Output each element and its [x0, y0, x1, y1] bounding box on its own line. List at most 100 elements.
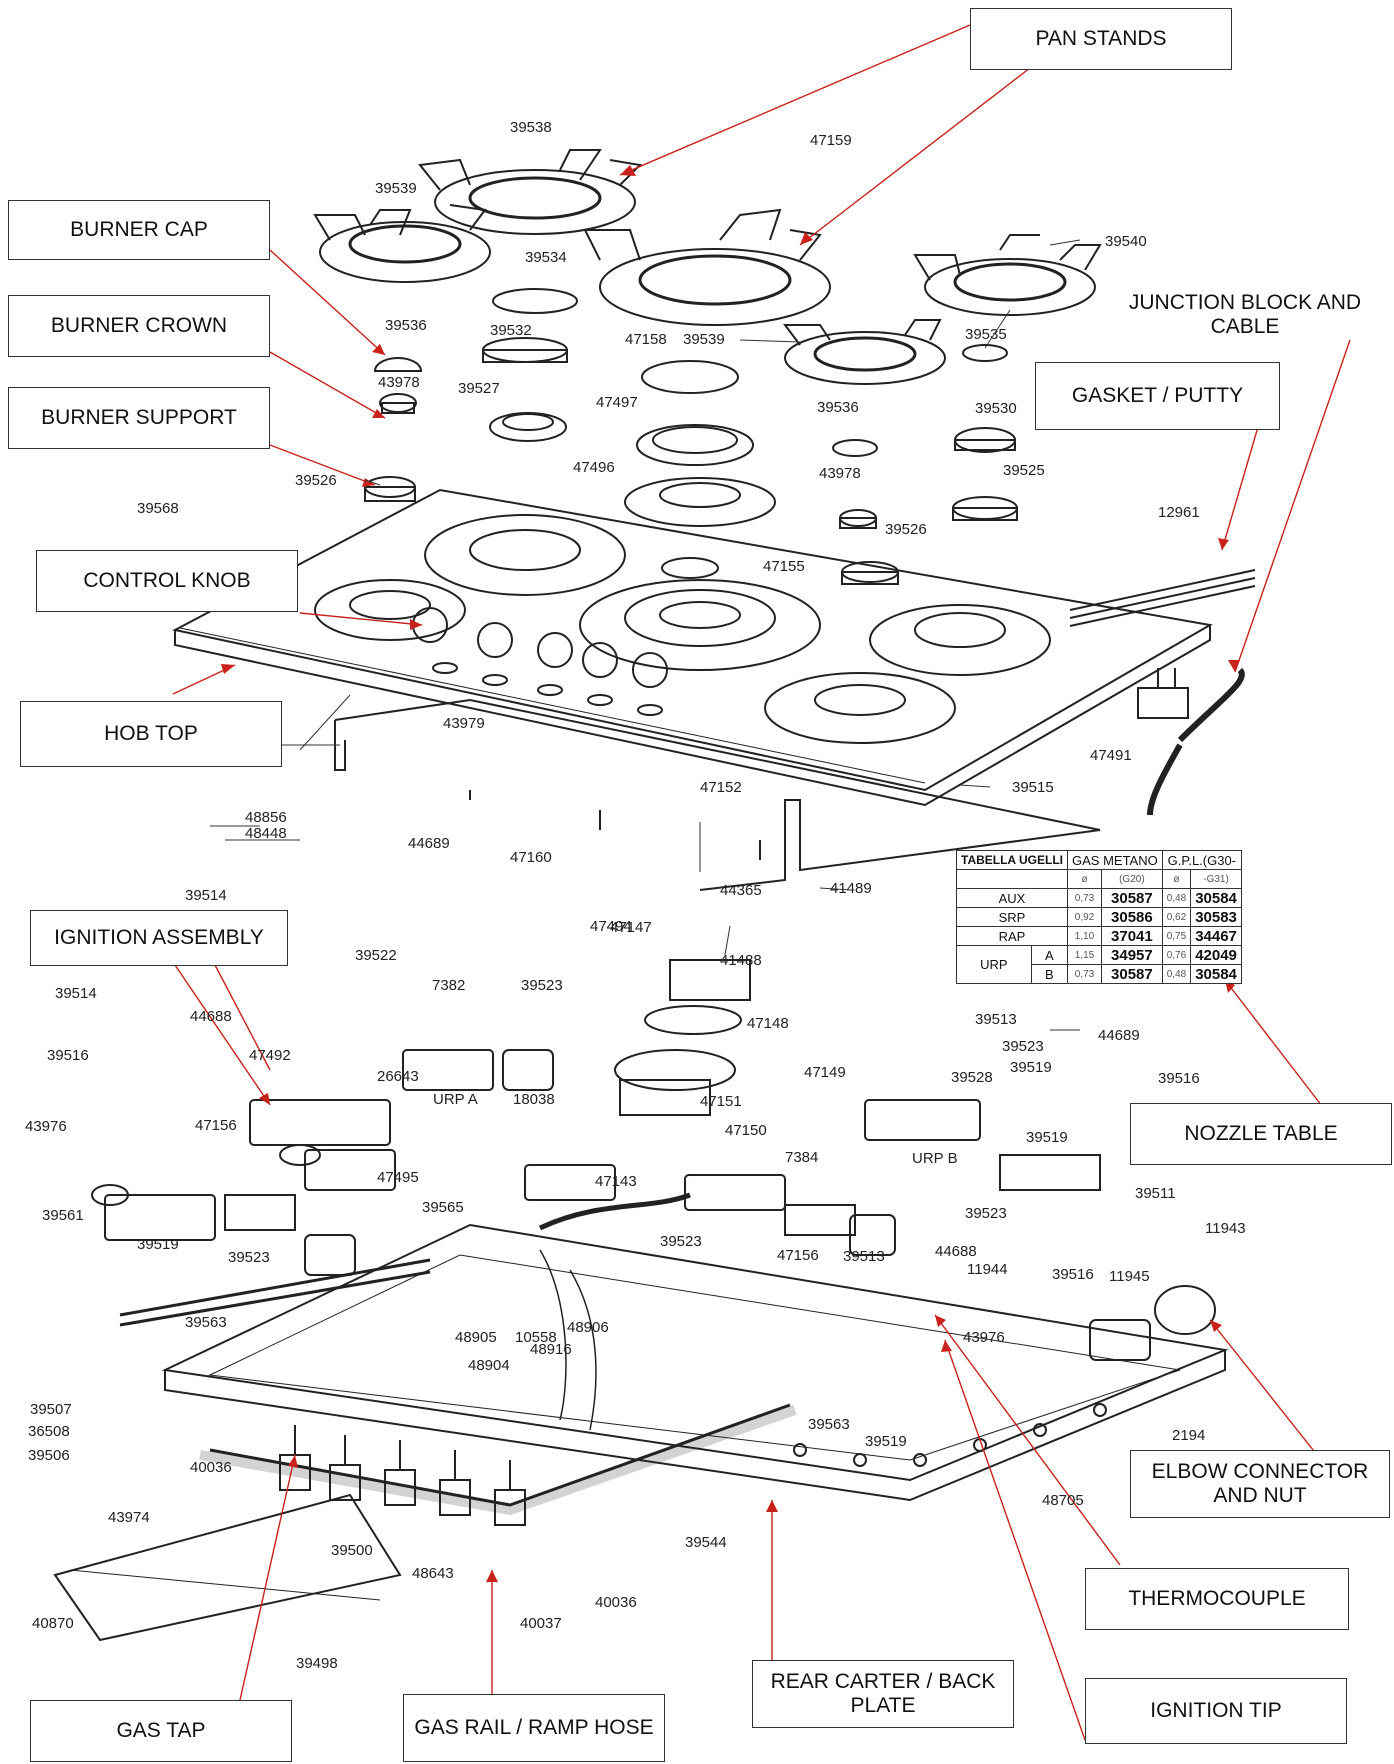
part-number-label: 39515 — [1012, 779, 1054, 796]
pan-stand-group — [313, 149, 1102, 385]
part-number-label: 11945 — [1109, 1268, 1150, 1285]
part-number-label: 39536 — [817, 399, 859, 416]
row-name: RAP — [956, 926, 1068, 946]
part-number-label: 39507 — [30, 1401, 72, 1418]
diam-symbol: ø — [1161, 869, 1192, 889]
part-number-label: 39523 — [965, 1205, 1007, 1222]
table-row: AUX 0,73 30587 0,48 30584 — [956, 888, 1242, 908]
part-number-label: 47496 — [573, 459, 615, 476]
burner-parts — [364, 288, 1018, 585]
table-row: SRP 0,92 30586 0,62 30583 — [956, 907, 1242, 927]
part-number-label: 40036 — [595, 1594, 637, 1611]
callout-pan-stands: PAN STANDS — [970, 8, 1232, 70]
part-number-label: 11944 — [967, 1261, 1008, 1278]
part-number-label: 48643 — [412, 1565, 454, 1582]
part-number-label: 12961 — [1158, 504, 1200, 521]
table-header-gpl: G.P.L.(G30- — [1161, 850, 1242, 870]
part-number-label: 47155 — [763, 558, 805, 575]
part-number-label: 47494 — [590, 918, 632, 935]
part-number-label: 47492 — [249, 1047, 291, 1064]
part-number-label: 39514 — [185, 887, 227, 904]
part-number-label: 43979 — [443, 715, 485, 732]
part-number-label: 39523 — [228, 1249, 270, 1266]
part-number-label: 40870 — [32, 1615, 74, 1632]
part-number-label: 39561 — [42, 1207, 84, 1224]
table-header-ugelli: TABELLA UGELLI — [956, 850, 1068, 870]
part-number-label: 10558 — [515, 1329, 557, 1346]
part-number-label: 47497 — [596, 394, 638, 411]
valve-drawings — [91, 959, 1216, 1361]
part-number-label: URP A — [433, 1091, 478, 1108]
table-row: URP A 1,15 34957 0,76 42049 — [956, 945, 1242, 984]
part-number-label: 47495 — [377, 1169, 419, 1186]
part-number-label: 39539 — [375, 180, 417, 197]
part-number-label: 47150 — [725, 1122, 767, 1139]
part-number-label: 39523 — [660, 1233, 702, 1250]
part-number-label: 43974 — [108, 1509, 150, 1526]
part-number-label: 47158 — [625, 331, 667, 348]
arrowheads — [221, 165, 1240, 1582]
part-number-label: 39526 — [295, 472, 337, 489]
part-number-label: 39536 — [385, 317, 427, 334]
diam-value: 0,48 — [1161, 964, 1192, 984]
part-number-label: 39538 — [510, 119, 552, 136]
part-number-label: 47143 — [595, 1173, 637, 1190]
callout-ignition-tip: IGNITION TIP — [1085, 1678, 1347, 1744]
part-number-label: 39498 — [296, 1655, 338, 1672]
part-value: 42049 — [1190, 945, 1242, 965]
part-number-label: 43976 — [25, 1118, 67, 1135]
part-number-label: 39535 — [965, 326, 1007, 343]
part-number-label: 47156 — [195, 1117, 237, 1134]
callout-burner-support: BURNER SUPPORT — [8, 387, 270, 449]
part-number-label: 47152 — [700, 779, 742, 796]
part-number-label: URP B — [912, 1150, 958, 1167]
part-number-label: 39506 — [28, 1447, 70, 1464]
part-number-label: 39519 — [1026, 1129, 1068, 1146]
part-number-label: 44688 — [190, 1008, 232, 1025]
part-number-label: 40037 — [520, 1615, 562, 1632]
part-number-label: 39519 — [137, 1236, 179, 1253]
nozzle-table: TABELLA UGELLI GAS METANO G.P.L.(G30- ø … — [956, 850, 1242, 984]
part-number-label: 11943 — [1205, 1220, 1246, 1237]
part-number-label: 39516 — [47, 1047, 89, 1064]
table-row: B 0,73 30587 0,48 30584 — [957, 964, 1242, 984]
callout-elbow-connector: ELBOW CONNECTOR AND NUT — [1130, 1450, 1390, 1518]
part-number-label: 39500 — [331, 1542, 373, 1559]
diam-value: 0,73 — [1066, 964, 1103, 984]
part-value: 30583 — [1190, 907, 1242, 927]
part-number-label: 47148 — [747, 1015, 789, 1032]
part-number-label: 47151 — [700, 1093, 742, 1110]
part-number-label: 41488 — [720, 952, 762, 969]
diam-value: 1,10 — [1066, 926, 1103, 946]
part-number-label: 47147 — [610, 919, 652, 936]
table-subheader-blank — [956, 869, 1068, 889]
part-number-label: 47149 — [804, 1064, 846, 1081]
part-number-label: 39526 — [885, 521, 927, 538]
part-number-label: 39527 — [458, 380, 500, 397]
part-number-label: 43978 — [378, 374, 420, 391]
part-number-label: 40036 — [190, 1459, 232, 1476]
part-number-label: 44688 — [935, 1243, 977, 1260]
row-sub: A — [1030, 945, 1069, 965]
part-number-label: 39513 — [975, 1011, 1017, 1028]
callout-rear-carter: REAR CARTER / BACK PLATE — [752, 1660, 1014, 1728]
part-number-label: 39523 — [521, 977, 563, 994]
part-number-label: 44365 — [720, 882, 762, 899]
callout-ignition-assembly: IGNITION ASSEMBLY — [30, 910, 288, 966]
lower-assembly-drawing — [53, 1223, 1229, 1642]
callout-nozzle-table: NOZZLE TABLE — [1130, 1103, 1392, 1165]
diam-value: 0,73 — [1066, 888, 1103, 908]
part-number-label: 39532 — [490, 322, 532, 339]
hob-top-plate — [172, 488, 1256, 891]
part-number-label: 48916 — [530, 1341, 572, 1358]
part-value: 34467 — [1190, 926, 1242, 946]
diam-value: 0,75 — [1161, 926, 1192, 946]
part-number-label: 39516 — [1052, 1266, 1094, 1283]
part-number-label: 44689 — [408, 835, 450, 852]
part-number-label: 39519 — [865, 1433, 907, 1450]
part-number-label: 39534 — [525, 249, 567, 266]
part-number-label: 39539 — [683, 331, 725, 348]
part-number-label: 36508 — [28, 1423, 70, 1440]
part-number-label: 47159 — [810, 132, 852, 149]
